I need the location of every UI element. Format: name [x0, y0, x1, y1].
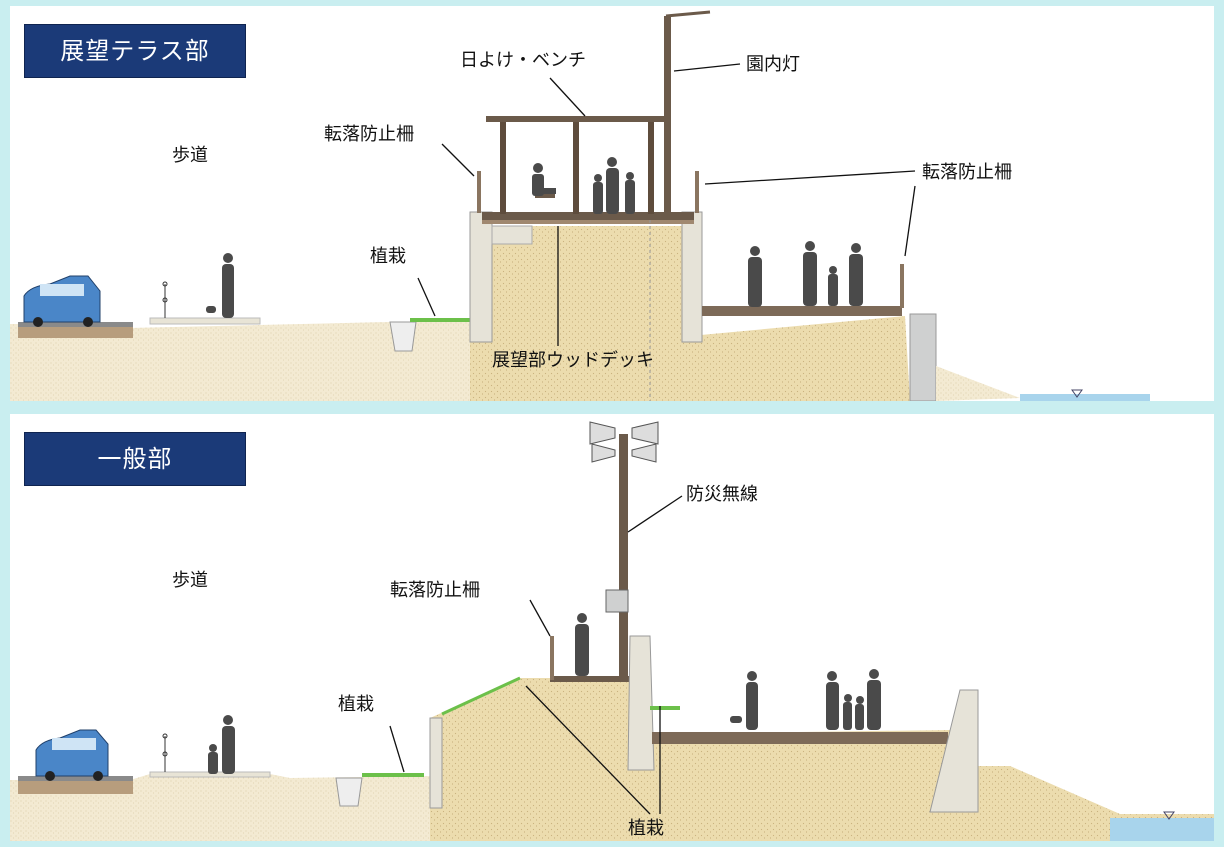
leader-light	[673, 63, 741, 72]
leader-fence-left	[441, 143, 475, 177]
sidewalk-slab	[149, 317, 261, 325]
planter-box	[335, 777, 363, 807]
road-pavement	[18, 780, 133, 794]
general-section-title: 一般部	[24, 432, 246, 486]
planter-box	[389, 321, 417, 352]
leader-planting-left	[389, 725, 405, 773]
fall-fence-right-post	[695, 171, 699, 213]
walking-person-icon	[748, 246, 762, 307]
person-with-dog-icon	[730, 671, 758, 730]
bollard-icon	[162, 733, 168, 772]
leader-fence-right-a	[704, 170, 916, 185]
shade-post-3	[648, 122, 654, 214]
shade-roof	[486, 116, 666, 122]
general-section-panel: 歩道 防災無線 転落防止柵 植栽 植栽 一般部	[10, 414, 1214, 841]
road-surface	[18, 322, 133, 327]
water-level-marker	[1163, 811, 1175, 820]
water-level-marker	[1071, 389, 1083, 398]
deck-edge	[482, 220, 694, 224]
fall-fence-lower-post	[900, 264, 904, 308]
general-section-drawing: 歩道 防災無線 転落防止柵 植栽 植栽	[10, 421, 1214, 841]
wood-deck-label: 展望部ウッドデッキ	[492, 350, 654, 371]
sidewalk-label: 歩道	[172, 570, 208, 591]
terrace-section-title: 展望テラス部	[24, 24, 246, 78]
wall-cap	[491, 225, 533, 245]
leader-radio	[627, 495, 683, 533]
fall-fence-post	[550, 636, 554, 680]
river-bank	[936, 366, 1020, 401]
radio-control-box	[605, 589, 629, 613]
adult-child-walking-icon	[208, 715, 235, 774]
lower-wood-deck	[652, 732, 948, 744]
planting-left-label: 植栽	[338, 694, 374, 715]
water-surface	[1020, 394, 1150, 401]
shade-post-2	[573, 122, 579, 214]
park-light-pole	[664, 16, 671, 216]
leader-shade	[549, 77, 586, 117]
park-light-arm	[665, 10, 711, 18]
loudspeaker-icon	[589, 421, 659, 463]
water-surface	[1110, 818, 1214, 841]
car-icon	[35, 729, 109, 781]
parapet-wall	[627, 635, 655, 771]
upper-wood-deck	[482, 212, 694, 220]
planting-bottom-label: 植栽	[628, 818, 664, 839]
family-walking-icon	[826, 669, 881, 730]
disaster-radio-label: 防災無線	[686, 484, 758, 505]
planting-label: 植栽	[370, 246, 406, 267]
leader-planting-bottom-a	[525, 685, 651, 815]
river-wall	[909, 313, 937, 401]
planting-strip-left	[362, 773, 424, 777]
observation-terrace-panel: 歩道 日よけ・ベンチ 園内灯 転落防止柵 転落防止柵 植栽 展望部ウッドデッキ …	[10, 6, 1214, 401]
sidewalk-label: 歩道	[172, 145, 208, 166]
park-light-label: 園内灯	[746, 54, 800, 75]
retaining-wall-right	[681, 211, 703, 343]
retaining-wall-left	[469, 211, 493, 343]
family-walking-icon	[803, 241, 863, 306]
shade-bench-label: 日よけ・ベンチ	[460, 50, 586, 71]
bollard-icon	[162, 281, 168, 318]
top-platform	[550, 676, 632, 682]
family-on-deck-icon	[593, 157, 635, 214]
planting-top-right	[650, 706, 680, 710]
seated-person-icon	[532, 163, 556, 196]
road-pavement	[18, 326, 133, 338]
slope-planting	[441, 676, 521, 716]
levee-embankment	[430, 678, 1214, 841]
fall-fence-left-post	[477, 171, 481, 213]
person-with-dog-icon	[206, 253, 234, 318]
car-icon	[23, 275, 101, 327]
leader-planting	[417, 277, 436, 317]
bench	[535, 194, 555, 198]
shade-post-1	[500, 122, 506, 214]
fall-fence-left-label: 転落防止柵	[324, 124, 414, 145]
leader-fence	[529, 599, 551, 637]
river-wall	[929, 689, 979, 813]
terrace-section-drawing: 歩道 日よけ・ベンチ 園内灯 転落防止柵 転落防止柵 植栽 展望部ウッドデッキ	[10, 10, 1150, 401]
lower-wood-deck	[702, 306, 902, 316]
wall-left	[429, 717, 443, 809]
person-standing-icon	[575, 613, 589, 676]
ground-left	[10, 322, 470, 401]
planting-strip	[410, 318, 470, 322]
leader-fence-right-b	[904, 185, 916, 257]
road-surface	[18, 776, 133, 781]
fall-fence-right-label: 転落防止柵	[922, 162, 1012, 183]
disaster-radio-pole	[619, 434, 628, 680]
fall-fence-label: 転落防止柵	[390, 580, 480, 601]
